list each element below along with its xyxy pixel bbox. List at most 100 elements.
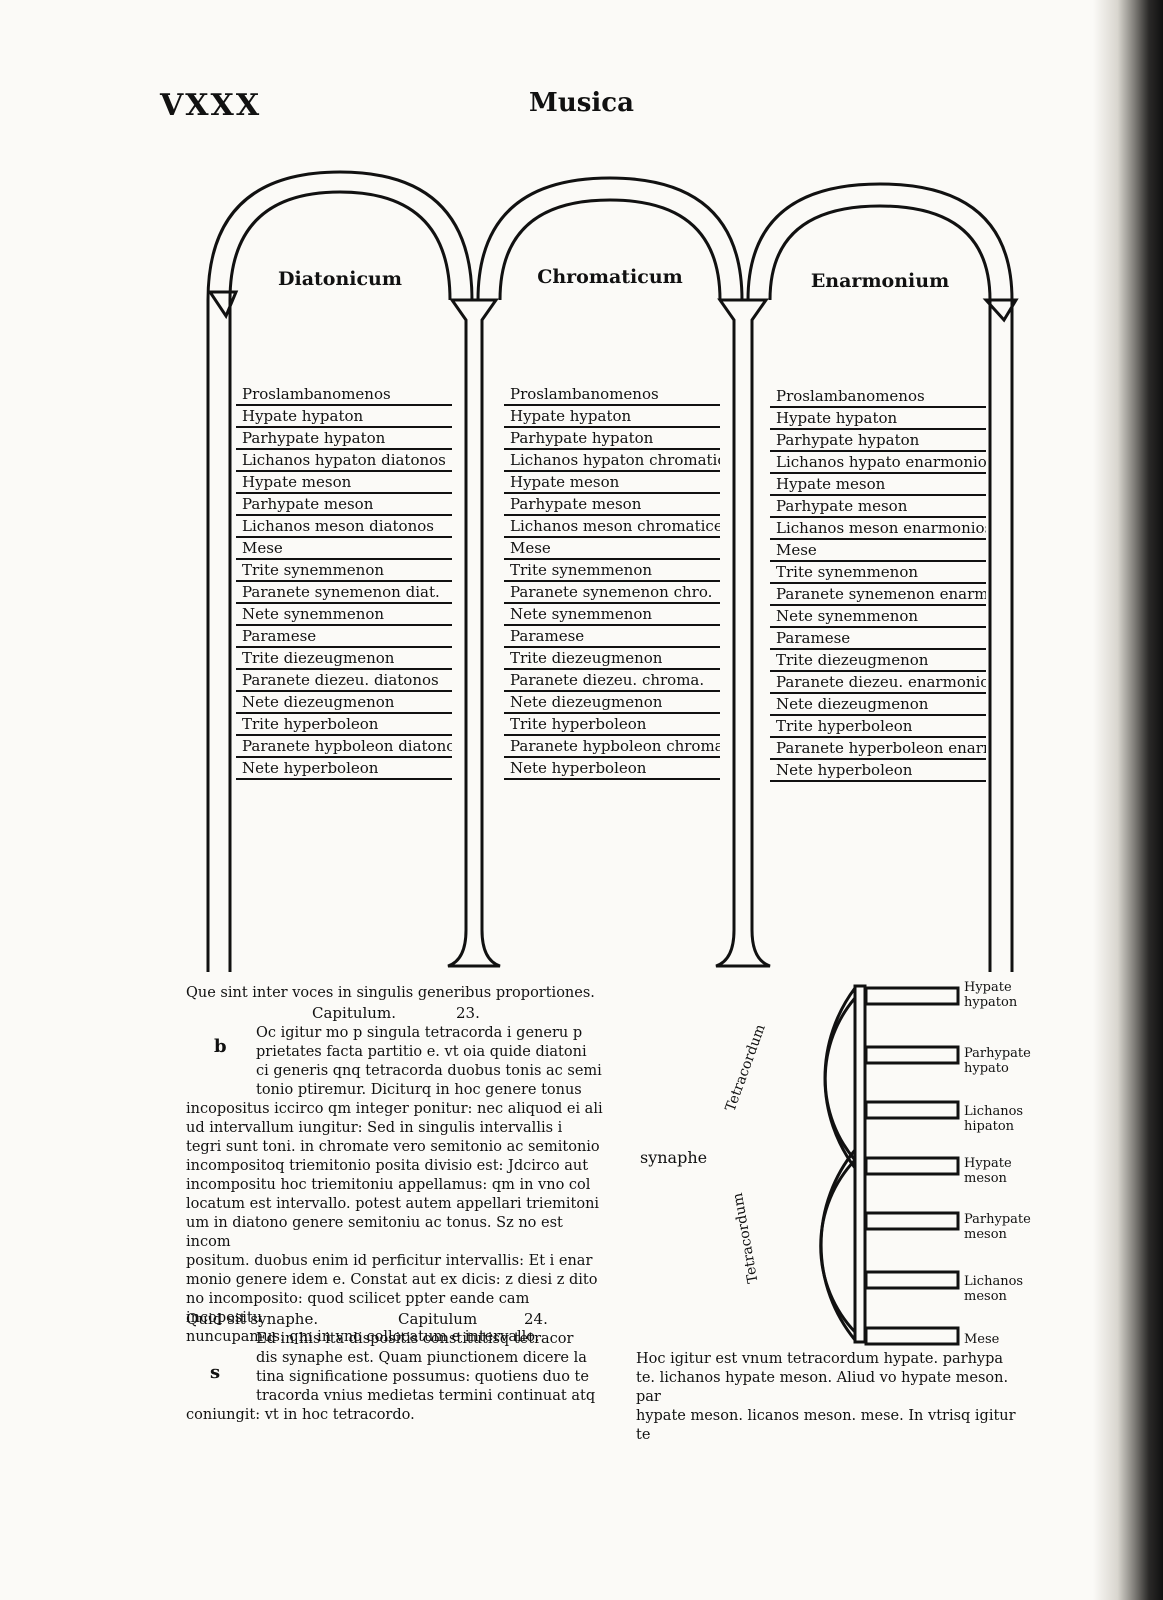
text-line: ci generis qnq tetracorda duobus tonis a…: [256, 1063, 602, 1079]
note-bar-2: [864, 1045, 960, 1065]
note-row: Nete hyperboleon: [504, 758, 720, 780]
column-title-enarmonium: Enarmonium: [810, 270, 950, 292]
text-line: te. lichanos hypate meson. Aliud vo hypa…: [636, 1370, 1009, 1405]
note-row: Trite hyperboleon: [770, 716, 986, 738]
note-row: Lichanos hypaton diatonos: [236, 450, 452, 472]
pillar-left: [447, 298, 501, 968]
note-row: Trite synemmenon: [770, 562, 986, 584]
note-row: Parhypate hypaton: [504, 428, 720, 450]
note-row: Paramese: [504, 626, 720, 648]
pillar-right: [715, 298, 771, 968]
note-row: Parhypate meson: [504, 494, 720, 516]
note-row: Nete synemmenon: [236, 604, 452, 626]
text-line: incompositu hoc triemitoniu appellamus: …: [186, 1177, 591, 1193]
book-edge-shadow: [1093, 0, 1163, 1600]
note-row: Lichanos meson enarmonios: [770, 518, 986, 540]
note-row: Trite diezeugmenon: [504, 648, 720, 670]
note-row: Hypate meson: [236, 472, 452, 494]
note-row: Nete diezeugmenon: [236, 692, 452, 714]
chapter-23-heading: Que sint inter voces in singulis generib…: [186, 984, 606, 1003]
diagram-note-4: Hypate meson: [964, 1156, 1012, 1186]
margin-letter-b: b: [214, 1036, 227, 1057]
note-row: Paranete diezeu. chroma.: [504, 670, 720, 692]
tetrachord-lower-arc-inner: [819, 1158, 857, 1334]
synaphe-diagram: [819, 984, 960, 1346]
note-row: Trite synemmenon: [236, 560, 452, 582]
note-row: Proslambanomenos: [504, 384, 720, 406]
diagram-note-2: Parhypate hypato: [964, 1046, 1031, 1076]
chapter-24-heading: Quid sit synaphe.: [186, 1310, 319, 1328]
text-line: incopositus iccirco qm integer ponitur: …: [186, 1101, 603, 1117]
note-row: Parhypate meson: [236, 494, 452, 516]
page-number: VXXX: [160, 88, 262, 123]
arch-middle-inner: [498, 198, 722, 301]
note-row: Hypate hypaton: [236, 406, 452, 428]
note-row: Proslambanomenos: [236, 384, 452, 406]
text-line: Hoc igitur est vnum tetracordum hypate. …: [636, 1351, 1004, 1367]
note-row: Lichanos meson diatonos: [236, 516, 452, 538]
synaphe-label: synaphe: [640, 1148, 708, 1167]
diagram-bar: [853, 984, 867, 1344]
note-row: Lichanos hypaton chromatice: [504, 450, 720, 472]
note-row: Lichanos meson chromatice: [504, 516, 720, 538]
text-line: incompositoq triemitonio posita divisio …: [186, 1158, 589, 1174]
note-row: Paranete hyperboleon enarm: [770, 738, 986, 760]
note-row: Nete hyperboleon: [770, 760, 986, 782]
note-row: Paranete diezeu. enarmonios: [770, 672, 986, 694]
note-row: Paranete diezeu. diatonos: [236, 670, 452, 692]
chapter-23-number: 23.: [456, 1004, 480, 1022]
text-line: tina significatione possumus: quotiens d…: [256, 1369, 589, 1385]
note-row: Paranete hypboleon chroma.: [504, 736, 720, 758]
note-row: Trite hyperboleon: [236, 714, 452, 736]
arch-right: [746, 182, 1014, 972]
note-row: Hypate hypaton: [504, 406, 720, 428]
text-line: coniungit: vt in hoc tetracordo.: [186, 1407, 415, 1423]
running-title: Musica: [529, 88, 634, 118]
diagram-note-3: Lichanos hipaton: [964, 1104, 1024, 1134]
chapter-24-body: Ed in his ita dispositis constitutisq te…: [186, 1330, 606, 1425]
text-line: tonio ptiremur. Diciturq in hoc genere t…: [256, 1082, 582, 1098]
text-line: positum. duobus enim id perficitur inter…: [186, 1253, 593, 1269]
note-row: Paramese: [236, 626, 452, 648]
note-row: Trite diezeugmenon: [236, 648, 452, 670]
column-title-diatonicum: Diatonicum: [278, 268, 402, 290]
note-row: Trite hyperboleon: [504, 714, 720, 736]
chapter-24-label: Capitulum: [398, 1310, 478, 1328]
text-line: no incomposito: quod scilicet ppter eand…: [186, 1291, 530, 1326]
note-bar-4: [864, 1156, 960, 1176]
arch-left-inner: [228, 190, 452, 972]
text-line: locatum est intervallo. potest autem app…: [186, 1196, 600, 1212]
arch-middle: [476, 176, 744, 301]
note-bar-7: [864, 1326, 960, 1346]
text-line: Oc igitur mo p singula tetracorda i gene…: [256, 1025, 583, 1041]
text-line: tegri sunt toni. in chromate vero semito…: [186, 1139, 600, 1155]
margin-letter-s: s: [210, 1362, 221, 1383]
note-row: Paranete synemenon enarm: [770, 584, 986, 606]
note-row: Parhypate hypaton: [236, 428, 452, 450]
text-line: monio genere idem e. Constat aut ex dici…: [186, 1272, 598, 1288]
arch-right-inner: [768, 204, 992, 972]
column-title-chromaticum: Chromaticum: [537, 266, 683, 288]
text-line: tracorda vnius medietas termini continua…: [256, 1388, 596, 1404]
note-bar-1: [864, 986, 960, 1006]
note-row: Nete synemmenon: [770, 606, 986, 628]
diagram-note-6: Lichanos meson: [964, 1274, 1024, 1304]
text-line: hypate meson. licanos meson. mese. In vt…: [636, 1408, 1016, 1443]
note-bar-6: [864, 1270, 960, 1290]
note-row: Mese: [504, 538, 720, 560]
arch-left: [206, 170, 474, 972]
note-row: Hypate hypaton: [770, 408, 986, 430]
text-line: dis synaphe est. Quam piunctionem dicere…: [256, 1350, 587, 1366]
note-row: Paranete synemenon diat.: [236, 582, 452, 604]
note-row: Nete diezeugmenon: [770, 694, 986, 716]
note-row: Proslambanomenos: [770, 386, 986, 408]
note-row: Mese: [236, 538, 452, 560]
note-row: Parhypate hypaton: [770, 430, 986, 452]
note-row: Trite synemmenon: [504, 560, 720, 582]
note-row: Hypate meson: [770, 474, 986, 496]
diagram-note-5: Parhypate meson: [964, 1212, 1031, 1242]
